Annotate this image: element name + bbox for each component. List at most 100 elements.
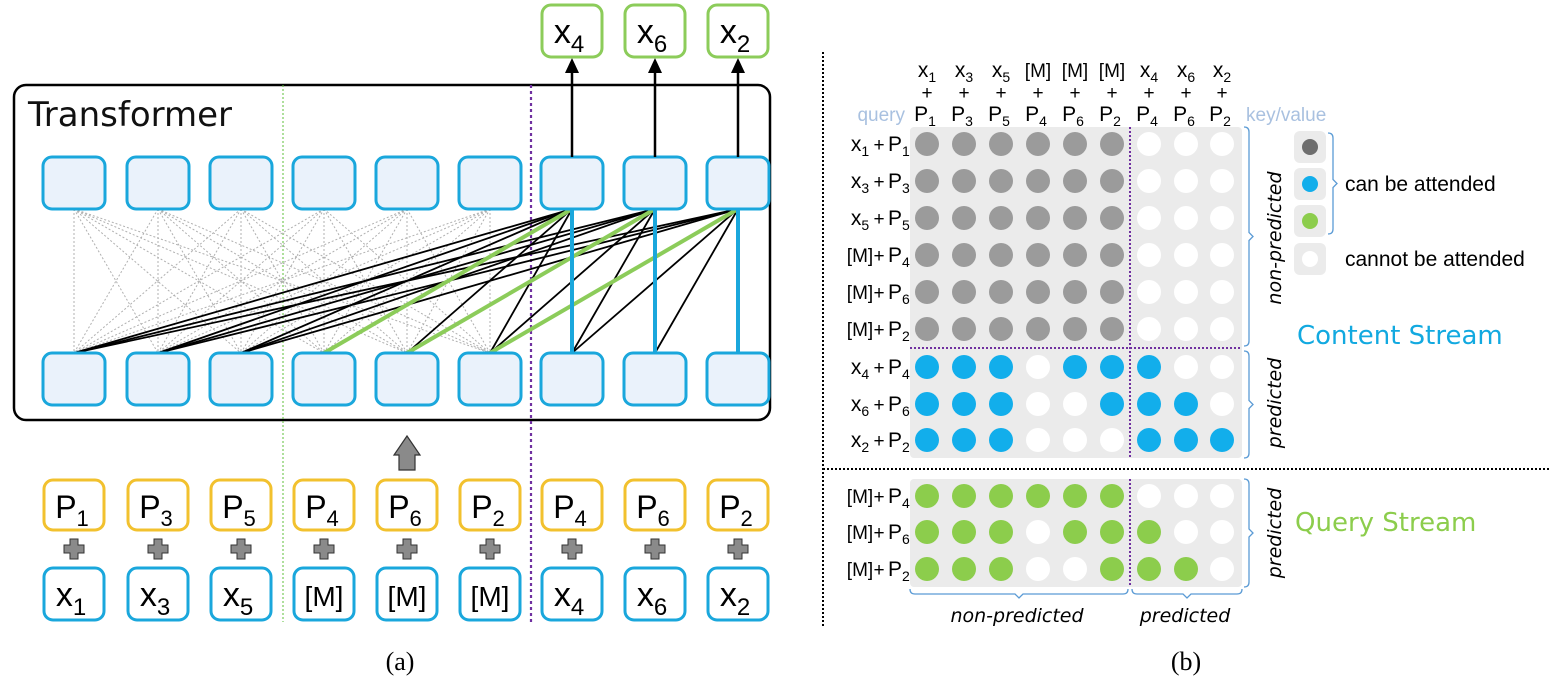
column-position-base: P <box>951 103 965 126</box>
content-attention-cell <box>989 132 1013 156</box>
content-attention-cell <box>952 355 976 379</box>
token-base: [M] <box>305 581 344 612</box>
row-position-base: P <box>888 485 902 508</box>
top-hidden-node <box>705 155 771 211</box>
token-base: x <box>140 576 157 614</box>
query-attention-cell <box>952 520 976 544</box>
dotted-attention-edge <box>73 208 491 354</box>
column-position-label: P4 <box>1025 103 1047 129</box>
row-position-label: P4 <box>888 356 910 382</box>
row-position-sub: 2 <box>902 439 910 455</box>
panel-a-caption: (a) <box>386 647 415 676</box>
token-sub: 4 <box>571 594 584 621</box>
query-attention-edge <box>405 207 657 355</box>
bottom-hidden-node <box>622 351 688 407</box>
row-token-base: [M] <box>847 320 873 341</box>
content-attention-cell <box>915 317 939 341</box>
token-embedding-box <box>292 566 356 622</box>
column-token-base: [M] <box>1025 61 1051 82</box>
column-token-base: [M] <box>1099 61 1125 82</box>
query-attention-cell <box>1026 484 1050 508</box>
position-embedding-box <box>292 478 356 532</box>
content-attention-cell <box>1174 355 1198 379</box>
row-token-label: [M] <box>847 523 873 544</box>
predicted-bottom-label: predicted <box>1139 605 1231 627</box>
position-base: P <box>388 489 409 525</box>
row-token-sub: 6 <box>861 403 869 419</box>
position-embedding-box <box>375 478 439 532</box>
row-position-sub: 3 <box>902 180 910 196</box>
query-attention-cell <box>915 484 939 508</box>
row-position-base: P <box>888 244 902 267</box>
column-plus: + <box>995 83 1006 104</box>
position-embedding-label: P5 <box>222 489 256 531</box>
query-attention-edge <box>488 207 740 355</box>
content-attention-cell <box>1210 243 1234 267</box>
predicted-bottom-brace <box>1131 588 1243 599</box>
row-token-base: x <box>851 393 862 416</box>
query-attention-cell <box>1210 520 1234 544</box>
row-token-base: x <box>851 356 862 379</box>
content-attention-cell <box>989 206 1013 230</box>
content-attention-cell <box>1063 392 1087 416</box>
row-token-label: [M] <box>847 320 873 341</box>
content-attention-cell <box>1063 428 1087 452</box>
column-position-label: P5 <box>988 103 1010 129</box>
content-attention-cell <box>1174 169 1198 193</box>
row-token-label: [M] <box>847 246 873 267</box>
content-attention-cell <box>952 132 976 156</box>
query-attention-cell <box>1137 557 1161 581</box>
content-attention-cell <box>1100 169 1124 193</box>
content-attention-cell <box>952 206 976 230</box>
content-attention-cell <box>989 317 1013 341</box>
query-attention-cell <box>915 557 939 581</box>
token-embedding-label: x4 <box>554 576 584 621</box>
query-attention-cell <box>1026 557 1050 581</box>
top-hidden-node <box>374 155 440 211</box>
position-embedding-box <box>540 478 604 532</box>
legend-blue-dot-icon <box>1302 176 1318 192</box>
plus-icon <box>313 538 335 560</box>
row-position-sub: 6 <box>902 403 910 419</box>
predicted-content-side-label: predicted <box>1264 357 1286 449</box>
position-sub: 2 <box>741 506 753 531</box>
column-plus: + <box>958 83 969 104</box>
query-attention-cell <box>1210 557 1234 581</box>
column-plus: + <box>1180 83 1191 104</box>
position-base: P <box>553 489 574 525</box>
row-token-sub: 3 <box>861 180 869 196</box>
column-token-label: x1 <box>918 59 937 85</box>
content-attention-cell <box>1174 317 1198 341</box>
position-sub: 4 <box>327 506 339 531</box>
content-attention-cell <box>1210 132 1234 156</box>
column-position-label: P2 <box>1099 103 1121 129</box>
column-position-label: P2 <box>1209 103 1231 129</box>
row-token-label: x1 <box>851 133 870 159</box>
content-attention-cell <box>915 243 939 267</box>
token-embedding-box <box>458 566 522 622</box>
column-position-label: P6 <box>1062 103 1084 129</box>
content-attention-cell <box>915 392 939 416</box>
plus-icon <box>479 538 501 560</box>
content-attention-cell <box>952 428 976 452</box>
token-sub: 2 <box>737 594 750 621</box>
column-token-label: [M] <box>1099 61 1125 82</box>
content-attention-edge <box>654 208 739 354</box>
column-position-sub: 1 <box>928 113 936 129</box>
row-token-base: x <box>851 170 862 193</box>
output-token-box <box>623 3 687 59</box>
predicted-content-brace <box>1243 350 1254 459</box>
column-token-base: x <box>1213 59 1224 82</box>
position-embedding-label: P1 <box>55 489 89 531</box>
top-hidden-node <box>622 155 688 211</box>
column-token-sub: 4 <box>1150 69 1158 85</box>
column-token-base: x <box>1140 59 1151 82</box>
column-token-base: x <box>918 59 929 82</box>
row-position-base: P <box>888 356 902 379</box>
bottom-hidden-node <box>705 351 771 407</box>
row-token-label: x4 <box>851 356 870 382</box>
token-embedding-label: [M] <box>388 581 427 612</box>
top-hidden-node <box>125 155 191 211</box>
token-embedding-box <box>126 566 190 622</box>
